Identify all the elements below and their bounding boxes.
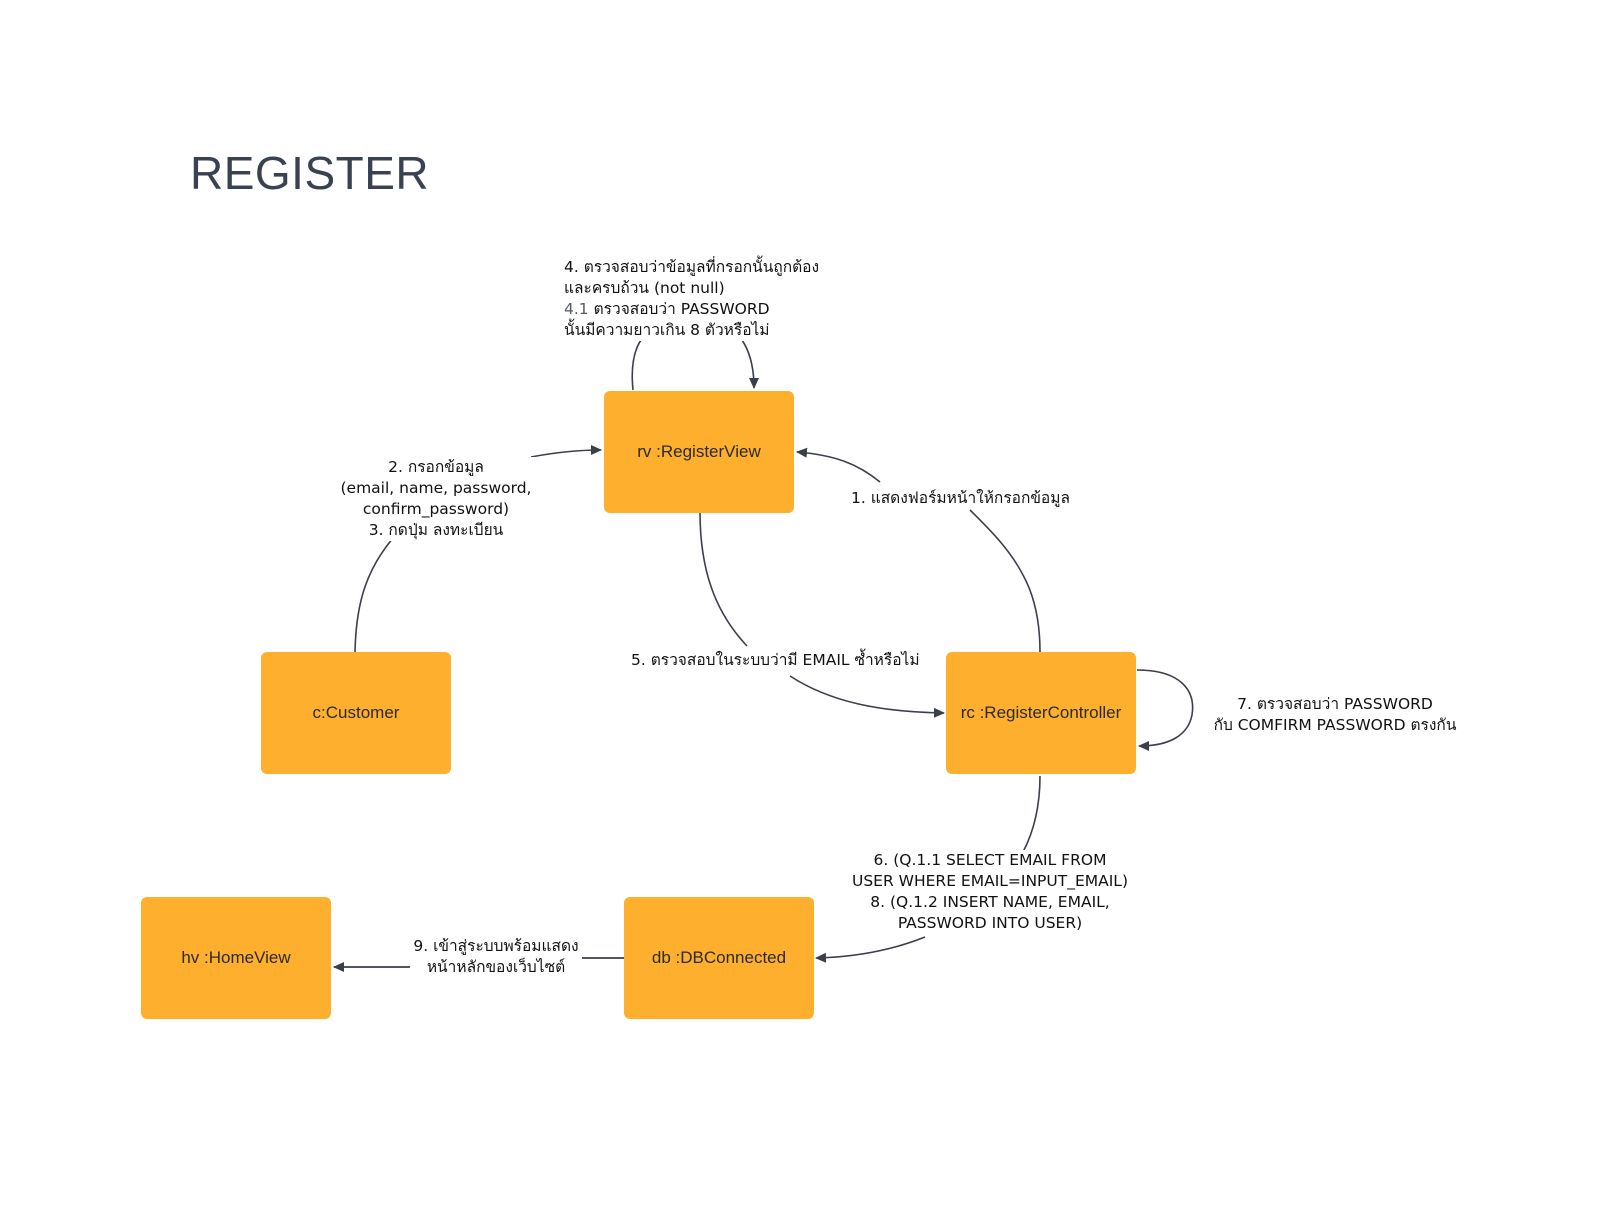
connector-customer-to-registerview xyxy=(354,537,394,653)
message-4-1-text: ตรวจสอบว่า PASSWORD xyxy=(593,300,770,318)
message-2-line-3: confirm_password) xyxy=(362,500,510,518)
message-4-1-number: 4.1 xyxy=(564,300,589,318)
connector-self-check-registerview-arrow xyxy=(741,339,759,389)
node-customer: c:Customer xyxy=(261,652,451,774)
diagram-title: REGISTER xyxy=(190,147,430,199)
node-register-view: rv :RegisterView xyxy=(604,391,794,513)
message-4-line-4: นั้นมีความยาวเกิน 8 ตัวหรือไม่ xyxy=(564,321,770,339)
connector-self-check-controller xyxy=(1136,669,1194,751)
message-8-line-3: 8. (Q.1.2 INSERT NAME, EMAIL, xyxy=(870,893,1110,911)
message-5-check-email: 5. ตรวจสอบในระบบว่ามี EMAIL ซ้ำหรือไม่ xyxy=(631,650,920,671)
message-9-go-home: 9. เข้าสู่ระบบพร้อมแสดง หน้าหลักของเว็บไ… xyxy=(410,936,582,978)
message-7-check-password: 7. ตรวจสอบว่า PASSWORD กับ COMFIRM PASSW… xyxy=(1198,694,1472,736)
connector-self-check-registerview xyxy=(631,339,642,391)
message-6-8-queries: 6. (Q.1.1 SELECT EMAIL FROM USER WHERE E… xyxy=(838,850,1142,934)
message-2-line-2: (email, name, password, xyxy=(340,479,532,497)
message-4-line-3: 4.1 ตรวจสอบว่า PASSWORD xyxy=(564,299,819,320)
connector-controller-to-registerview xyxy=(969,509,1041,653)
message-4-line-1: 4. ตรวจสอบว่าข้อมูลที่กรอกนั้นถูกต้อง xyxy=(564,258,820,276)
connector-customer-to-registerview-arrow xyxy=(530,445,602,458)
message-1-show-form: 1. แสดงฟอร์มหน้าให้กรอกข้อมูล xyxy=(851,488,1070,509)
message-2-line-1: 2. กรอกข้อมูล xyxy=(388,458,484,476)
message-6-line-2: USER WHERE EMAIL=INPUT_EMAIL) xyxy=(851,872,1128,890)
message-6-line-1: 6. (Q.1.1 SELECT EMAIL FROM xyxy=(873,851,1107,869)
message-7-line-1: 7. ตรวจสอบว่า PASSWORD xyxy=(1237,695,1433,713)
connector-controller-to-db xyxy=(1022,775,1041,853)
message-7-line-2: กับ COMFIRM PASSWORD ตรงกัน xyxy=(1213,716,1457,734)
message-3-line-4: 3. กดปุ่ม ลงทะเบียน xyxy=(368,521,504,539)
message-9-line-2: หน้าหลักของเว็บไซต์ xyxy=(426,958,566,976)
message-9-line-1: 9. เข้าสู่ระบบพร้อมแสดง xyxy=(413,937,579,955)
node-register-controller: rc :RegisterController xyxy=(946,652,1136,774)
node-db-connected: db :DBConnected xyxy=(624,897,814,1019)
connector-controller-to-db-arrow xyxy=(815,936,926,963)
message-8-line-4: PASSWORD INTO USER) xyxy=(897,914,1083,932)
message-4-validate: 4. ตรวจสอบว่าข้อมูลที่กรอกนั้นถูกต้อง แล… xyxy=(564,257,820,341)
connector-controller-to-registerview-arrow xyxy=(796,447,881,483)
message-4-line-2: และครบถ้วน (not null) xyxy=(564,279,725,297)
message-2-fill-form: 2. กรอกข้อมูล (email, name, password, co… xyxy=(331,457,541,541)
connector-registerview-to-controller-arrow xyxy=(789,675,945,718)
connector-registerview-to-controller xyxy=(699,511,748,647)
node-home-view: hv :HomeView xyxy=(141,897,331,1019)
